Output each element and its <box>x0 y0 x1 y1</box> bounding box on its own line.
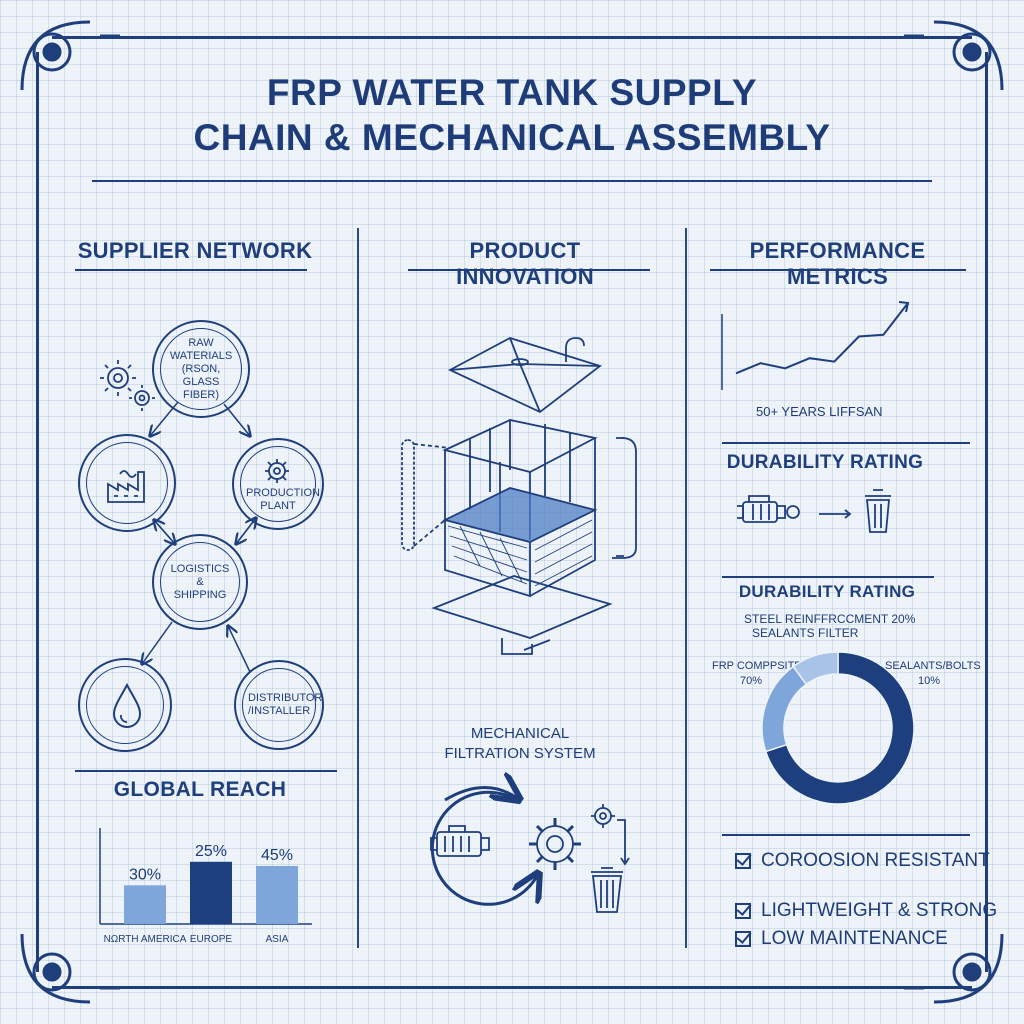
node-distributor: DISTRIBUTOR /INSTALLER <box>234 660 324 750</box>
node-production-plant-label: PRODUCTION PLANT <box>246 487 320 512</box>
durability-rule-2 <box>722 576 934 578</box>
sealants-filter-label: SEALANTS FILTER <box>752 626 859 640</box>
node-water <box>78 658 172 752</box>
bar-category-label: NΩRTH AMERICA <box>104 934 187 945</box>
column-divider-right <box>685 228 687 948</box>
frp-composite-value: 70% <box>740 675 763 687</box>
frp-composite-label: FRP COMPPSITE <box>712 660 802 672</box>
frame-right <box>985 52 988 972</box>
frame-left <box>36 52 39 972</box>
feature-label: LIGHTWEIGHT & STRONG <box>761 900 998 921</box>
bar-north-america <box>124 885 166 924</box>
bar-asia <box>256 866 298 924</box>
feature-label: COROOSION RESISTANT <box>761 850 990 871</box>
feature-low-maintenance: LOW MAINTENANCE <box>735 928 948 950</box>
pump-to-bin-icon <box>737 489 891 533</box>
feature-corrosion-resistant: COROOSION RESISTANT <box>735 850 990 872</box>
node-raw-materials-label: RAW WATERIALS (RSON, GLASS FIBER) <box>169 336 233 401</box>
node-factory <box>78 434 176 532</box>
column-divider-left <box>357 228 359 948</box>
features-rule <box>722 834 970 836</box>
frame-bottom <box>52 986 972 989</box>
node-production-plant: PRODUCTION PLANT <box>232 438 324 530</box>
performance-metrics-heading: PERFORMANCE METRICS <box>749 238 926 289</box>
checkbox-icon <box>735 903 751 919</box>
durability-heading-1: DURABILITY RATING <box>726 452 924 473</box>
bar-value-label: 25% <box>195 843 227 860</box>
bar-category-label: EUROPE <box>190 934 233 945</box>
node-logistics-label: LOGISTICS & SHIPPING <box>170 562 230 601</box>
material-donut-chart <box>761 651 915 805</box>
filtration-label-line-1: MECHANICAL <box>470 725 570 742</box>
lifespan-arrowhead <box>898 301 910 313</box>
donut-slice-sealants-bolts <box>792 651 839 686</box>
donut-slice-steel-reinforcement <box>761 665 808 753</box>
supplier-network-underline <box>75 269 307 271</box>
bar-europe <box>190 861 232 924</box>
lifespan-label: 50+ YEARS LIFFSAN <box>756 404 883 419</box>
durability-heading-2: DURABILITY RATING <box>738 582 916 601</box>
sealants-bolts-value: 10% <box>918 675 941 687</box>
title-line-2: CHAIN & MECHANICAL ASSEMBLY <box>193 117 831 158</box>
bar-value-label: 30% <box>129 866 161 883</box>
frame-top <box>52 36 972 39</box>
checkbox-icon <box>735 931 751 947</box>
steel-reinforcement-label: STEEL REINFFRCCMENT 20% <box>744 612 916 626</box>
global-reach-top-rule <box>75 770 337 772</box>
durability-rule-1 <box>722 442 970 444</box>
lifespan-line-chart <box>721 301 910 390</box>
tank-exploded-diagram <box>401 337 637 655</box>
water-drop-icon <box>112 682 142 728</box>
global-reach-chart: 30% NΩRTH AMERICA 25% EUROPE 45% ASIA <box>99 828 312 945</box>
feature-lightweight-strong: LIGHTWEIGHT & STRONG <box>735 900 997 922</box>
lifespan-series-line <box>735 302 909 375</box>
title-rule <box>92 180 932 182</box>
product-innovation-underline <box>408 269 650 271</box>
node-logistics: LOGISTICS & SHIPPING <box>152 534 248 630</box>
filtration-cycle-diagram <box>430 780 630 913</box>
factory-icon <box>107 470 145 503</box>
donut-slice-frp-composite <box>764 651 915 805</box>
node-raw-materials: RAW WATERIALS (RSON, GLASS FIBER) <box>152 320 250 418</box>
gear-icon <box>265 459 289 483</box>
filtration-label-line-2: FILTRATION SYSTEM <box>444 745 596 762</box>
title-line-1: FRP WATER TANK SUPPLY <box>266 72 758 113</box>
node-distributor-label: DISTRIBUTOR /INSTALLER <box>248 692 323 717</box>
feature-label: LOW MAINTENANCE <box>761 928 948 949</box>
sealants-bolts-label: SEALANTS/BOLTS <box>885 660 981 672</box>
performance-metrics-underline <box>710 269 966 271</box>
supplier-network-heading: SUPPLIER NETWORK <box>77 238 313 263</box>
product-innovation-heading: PRODUCT INNOVATION <box>456 238 594 289</box>
gear-cluster-icon <box>100 360 155 411</box>
checkbox-icon <box>735 853 751 869</box>
bar-value-label: 45% <box>261 847 293 864</box>
bar-category-label: ASIA <box>266 934 289 945</box>
global-reach-heading: GLOBAL REACH <box>113 778 287 801</box>
